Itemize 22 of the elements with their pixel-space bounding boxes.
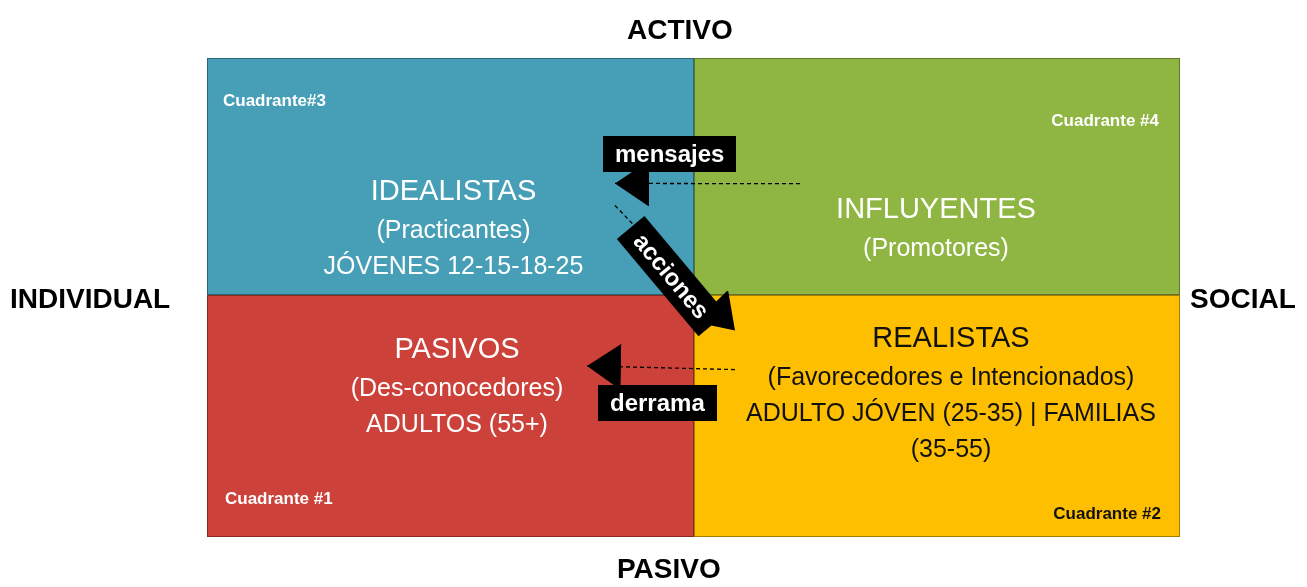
axis-label: PASIVO [617,553,721,585]
segment-title: REALISTAS [872,319,1030,355]
segment-subtitle: (Des-conocedores) [350,371,564,403]
segment-title: INFLUYENTES [836,191,1036,227]
quadrant-label: Cuadrante #4 [1051,111,1159,131]
segment-title: IDEALISTAS [370,172,537,208]
edge-label: derrama [598,385,717,421]
edge-label: mensajes [603,136,737,172]
segment-title: PASIVOS [394,330,520,366]
age-range-text: JÓVENES 12-15-18-25 [323,250,584,281]
axis-label: ACTIVO [627,14,733,46]
quadrant-label: Cuadrante #1 [225,489,333,509]
quadrant-label: Cuadrante#3 [223,91,326,111]
segment-subtitle: (Practicantes) [376,213,531,245]
age-range-text: ADULTO JÓVEN (25-35) | FAMILIAS (35-55) [745,396,1157,465]
axis-label: INDIVIDUAL [10,283,171,315]
segment-subtitle: (Favorecedores e Intencionados) [767,360,1135,392]
quadrant-label: Cuadrante #2 [1053,504,1161,524]
arrow [614,204,736,332]
axis-label: SOCIAL [1190,283,1296,315]
segment-subtitle: (Promotores) [863,232,1009,264]
age-range-text: ADULTOS (55+) [366,408,548,439]
